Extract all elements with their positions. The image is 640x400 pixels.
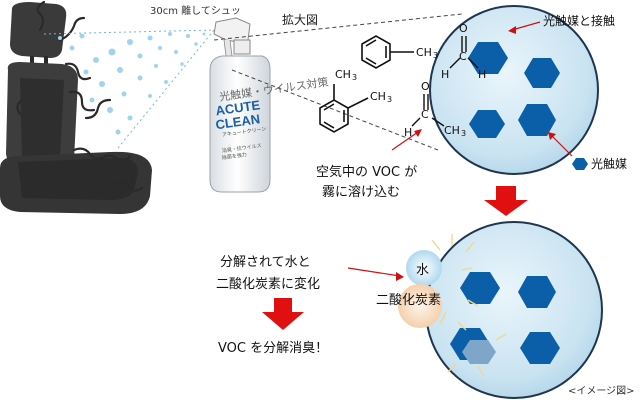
spray-mist	[43, 29, 215, 149]
formaldehyde-h1: H	[441, 68, 449, 81]
hexagon	[520, 332, 560, 364]
toluene-ch3-sub: 3	[433, 51, 438, 60]
xylene-ch3-a-sub: 3	[352, 73, 357, 82]
formaldehyde-o: O	[459, 22, 468, 35]
molecule-toluene	[361, 35, 414, 69]
xylene-ch3-b-sub: 3	[387, 95, 392, 104]
hexagon	[468, 42, 508, 74]
photocatalyst-contact-label: 光触媒と接触	[543, 13, 615, 28]
hexagon	[460, 272, 500, 304]
toluene-ch3: CH	[416, 46, 432, 59]
bottle-tiny-line3: 除菌を強力	[221, 151, 247, 161]
headrest-post	[30, 56, 34, 66]
acetaldehyde-o: O	[421, 80, 430, 93]
trigger-head	[213, 17, 251, 43]
decompose-line2: 二酸化炭素に変化	[216, 276, 320, 292]
hexagon	[518, 276, 556, 308]
photocatalyst-label: 光触媒	[591, 157, 627, 171]
hexagon	[518, 104, 556, 136]
odor-squiggles	[16, 0, 144, 192]
car-seat	[0, 2, 152, 214]
bottle-brand-line2: CLEAN	[215, 111, 261, 132]
water-bubble	[406, 250, 442, 286]
hexagon-reacting	[462, 340, 496, 364]
zoom-label: 拡大図	[282, 13, 318, 27]
down-arrow-right	[484, 186, 528, 216]
co2-bubble	[398, 284, 442, 328]
zoom-lines	[213, 13, 463, 151]
decompose-line1: 分解されて水と	[220, 255, 311, 270]
xylene-ch3-b: CH	[370, 90, 386, 103]
callout-arrows-top	[391, 21, 573, 157]
xylene-ch3-a: CH	[335, 68, 351, 81]
hexagon	[469, 110, 505, 138]
hexagon	[524, 58, 560, 88]
voc-dissolve-line2: 霧に溶け込む	[322, 185, 400, 200]
image-note: <イメージ図>	[568, 385, 635, 397]
bottle-body	[209, 55, 271, 193]
molecule-acetaldehyde	[411, 94, 445, 127]
spray-bottle: 光触媒・ウイルス対策 ACUTE CLEAN アキュートクリーン 消臭・抗ウイル…	[209, 17, 329, 193]
spray-caption: 30cm 離してシュッ	[150, 4, 241, 17]
water-label: 水	[416, 263, 429, 278]
acetaldehyde-h: H	[404, 126, 412, 139]
bottle-brand-line1: ACUTE	[215, 97, 262, 118]
formaldehyde-h2: H	[478, 68, 486, 81]
molecule-xylene	[319, 84, 369, 133]
zoom-circle-top	[429, 5, 599, 175]
formaldehyde-c: C	[459, 50, 467, 63]
molecule-formaldehyde	[449, 36, 479, 69]
callout-arrow-water	[347, 267, 401, 277]
headrest	[10, 2, 67, 58]
acetaldehyde-c: C	[421, 108, 429, 121]
down-arrow-left	[262, 298, 304, 330]
acetaldehyde-ch3: CH	[444, 124, 460, 137]
voc-dissolve-line1: 空気中の VOC が	[316, 164, 417, 180]
co2-label: 二酸化炭素	[376, 293, 441, 308]
photocatalyst-legend-hexagon	[572, 158, 588, 170]
zoom-circle-bottom	[398, 221, 603, 399]
acetaldehyde-ch3-sub: 3	[461, 129, 466, 138]
result-label: VOC を分解消臭！	[218, 341, 328, 356]
